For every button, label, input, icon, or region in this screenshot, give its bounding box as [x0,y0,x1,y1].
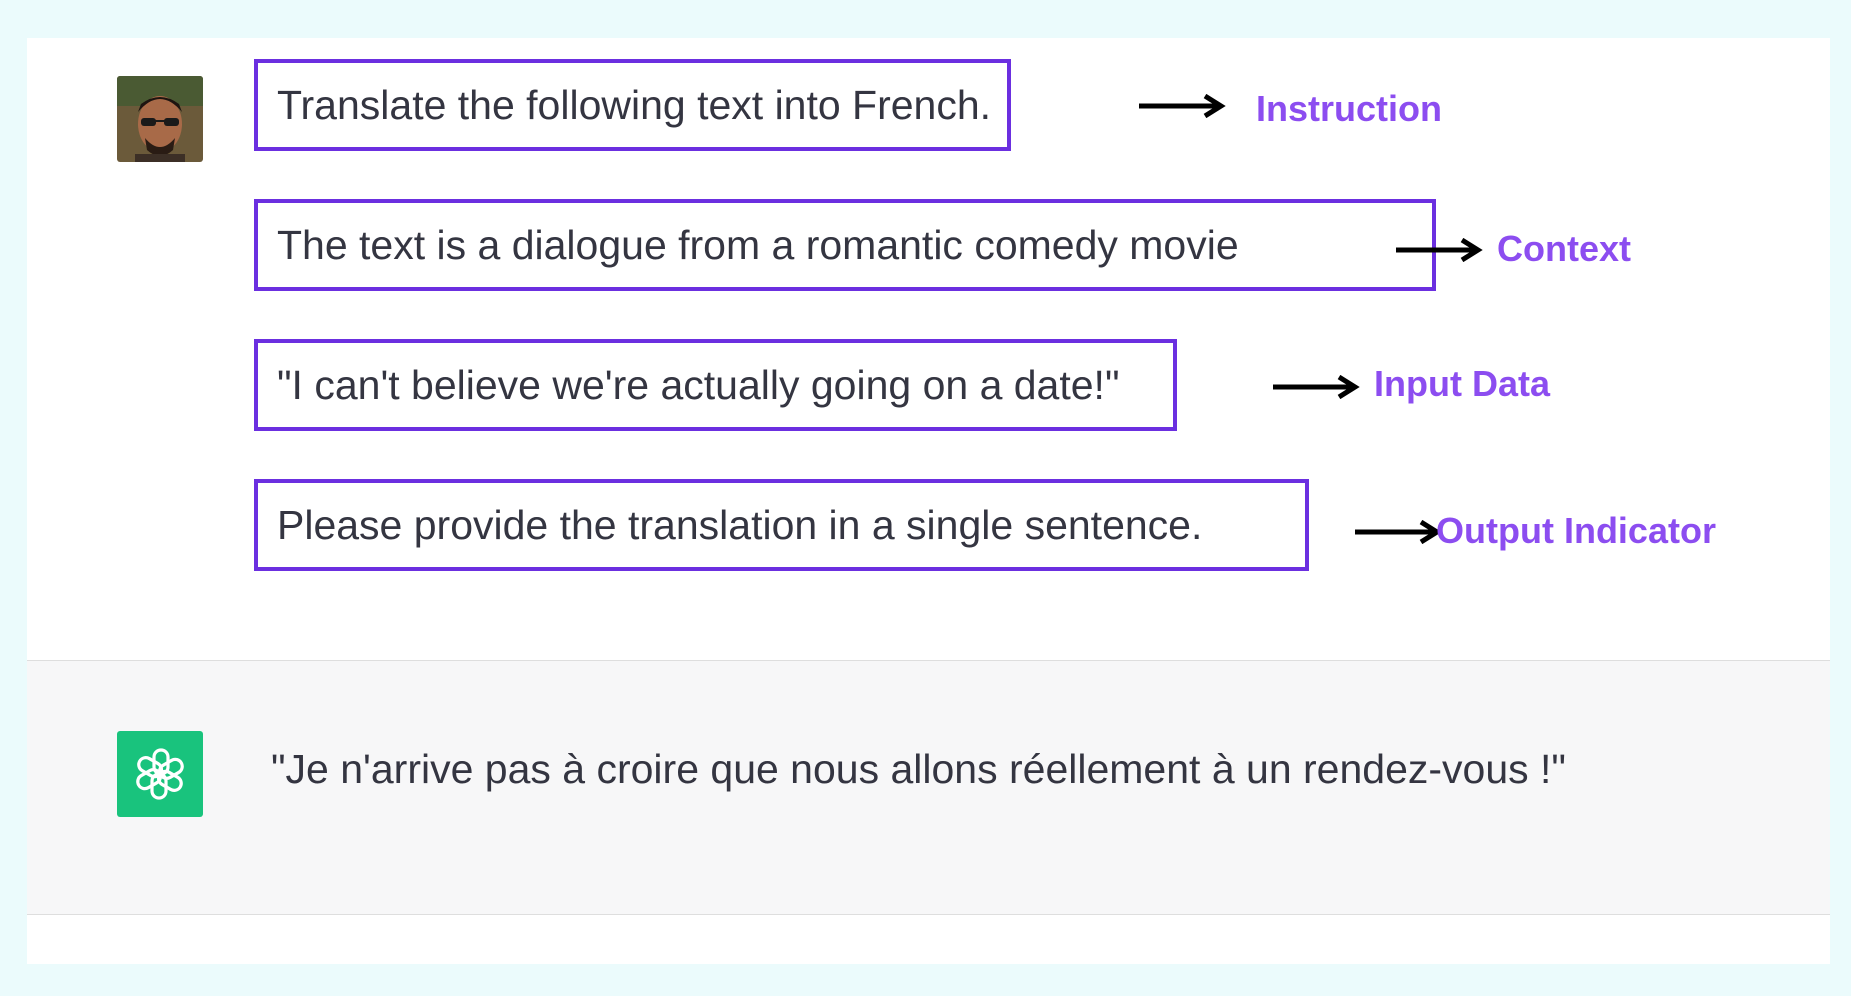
assistant-response-text: "Je n'arrive pas à croire que nous allon… [271,746,1566,792]
user-message: Translate the following text into French… [27,38,1830,660]
prompt-box-output-indicator: Please provide the translation in a sing… [254,479,1309,571]
prompt-box-input-data: "I can't believe we're actually going on… [254,339,1177,431]
arrow-right-icon [1396,238,1483,262]
arrow-right-icon [1355,520,1442,544]
arrow-right-icon [1273,375,1360,399]
chat-card: Translate the following text into French… [27,38,1830,964]
assistant-message [27,661,1830,914]
prompt-box-context: The text is a dialogue from a romantic c… [254,199,1436,291]
prompt-text-instruction: Translate the following text into French… [277,81,992,128]
label-input-data: Input Data [1374,363,1550,404]
label-context: Context [1497,228,1631,269]
prompt-text-output-indicator: Please provide the translation in a sing… [277,501,1203,548]
prompt-text-context: The text is a dialogue from a romantic c… [277,221,1239,268]
label-output-indicator: Output Indicator [1436,510,1716,551]
prompt-box-instruction: Translate the following text into French… [254,59,1011,151]
label-instruction: Instruction [1256,88,1442,129]
prompt-text-input-data: "I can't believe we're actually going on… [277,361,1120,408]
chatgpt-logo-icon [117,731,203,817]
arrow-right-icon [1139,94,1226,118]
message-divider [27,914,1830,915]
user-avatar [117,76,203,162]
message-divider [27,660,1830,661]
